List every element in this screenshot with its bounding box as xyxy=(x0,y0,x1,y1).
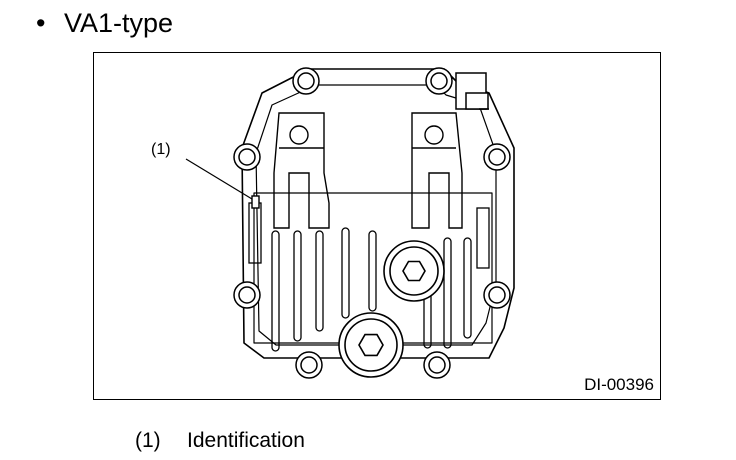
heading-title: VA1-type xyxy=(64,8,174,38)
breather-fitting xyxy=(455,72,489,110)
perimeter-bolts xyxy=(233,67,511,379)
section-heading: • VA1-type xyxy=(36,6,173,40)
fill-plug xyxy=(383,240,445,302)
cooling-fins xyxy=(271,227,472,352)
left-bracket xyxy=(273,112,330,229)
bolt-upper-right xyxy=(483,143,511,171)
bolt-top-right xyxy=(425,67,453,95)
drain-plug xyxy=(338,312,404,378)
figure-frame: (1) DI-00396 xyxy=(93,52,661,400)
bolt-lower-right xyxy=(483,281,511,309)
bolt-top-left xyxy=(292,67,320,95)
bullet-glyph: • xyxy=(36,8,46,38)
bolt-bottom-left xyxy=(295,351,323,379)
bolt-bottom-right xyxy=(423,351,451,379)
bolt-lower-left xyxy=(233,281,261,309)
figure-code: DI-00396 xyxy=(584,375,654,394)
legend-item-number: (1) xyxy=(135,429,161,452)
identification-mark xyxy=(251,195,260,209)
callout-leader xyxy=(185,158,253,200)
differential-cover-drawing xyxy=(185,67,515,379)
right-bracket xyxy=(411,112,463,229)
legend: (1) Identification xyxy=(135,428,305,454)
callout-label: (1) xyxy=(151,141,171,158)
bolt-upper-left xyxy=(233,143,261,171)
legend-item-text: Identification xyxy=(187,429,305,452)
